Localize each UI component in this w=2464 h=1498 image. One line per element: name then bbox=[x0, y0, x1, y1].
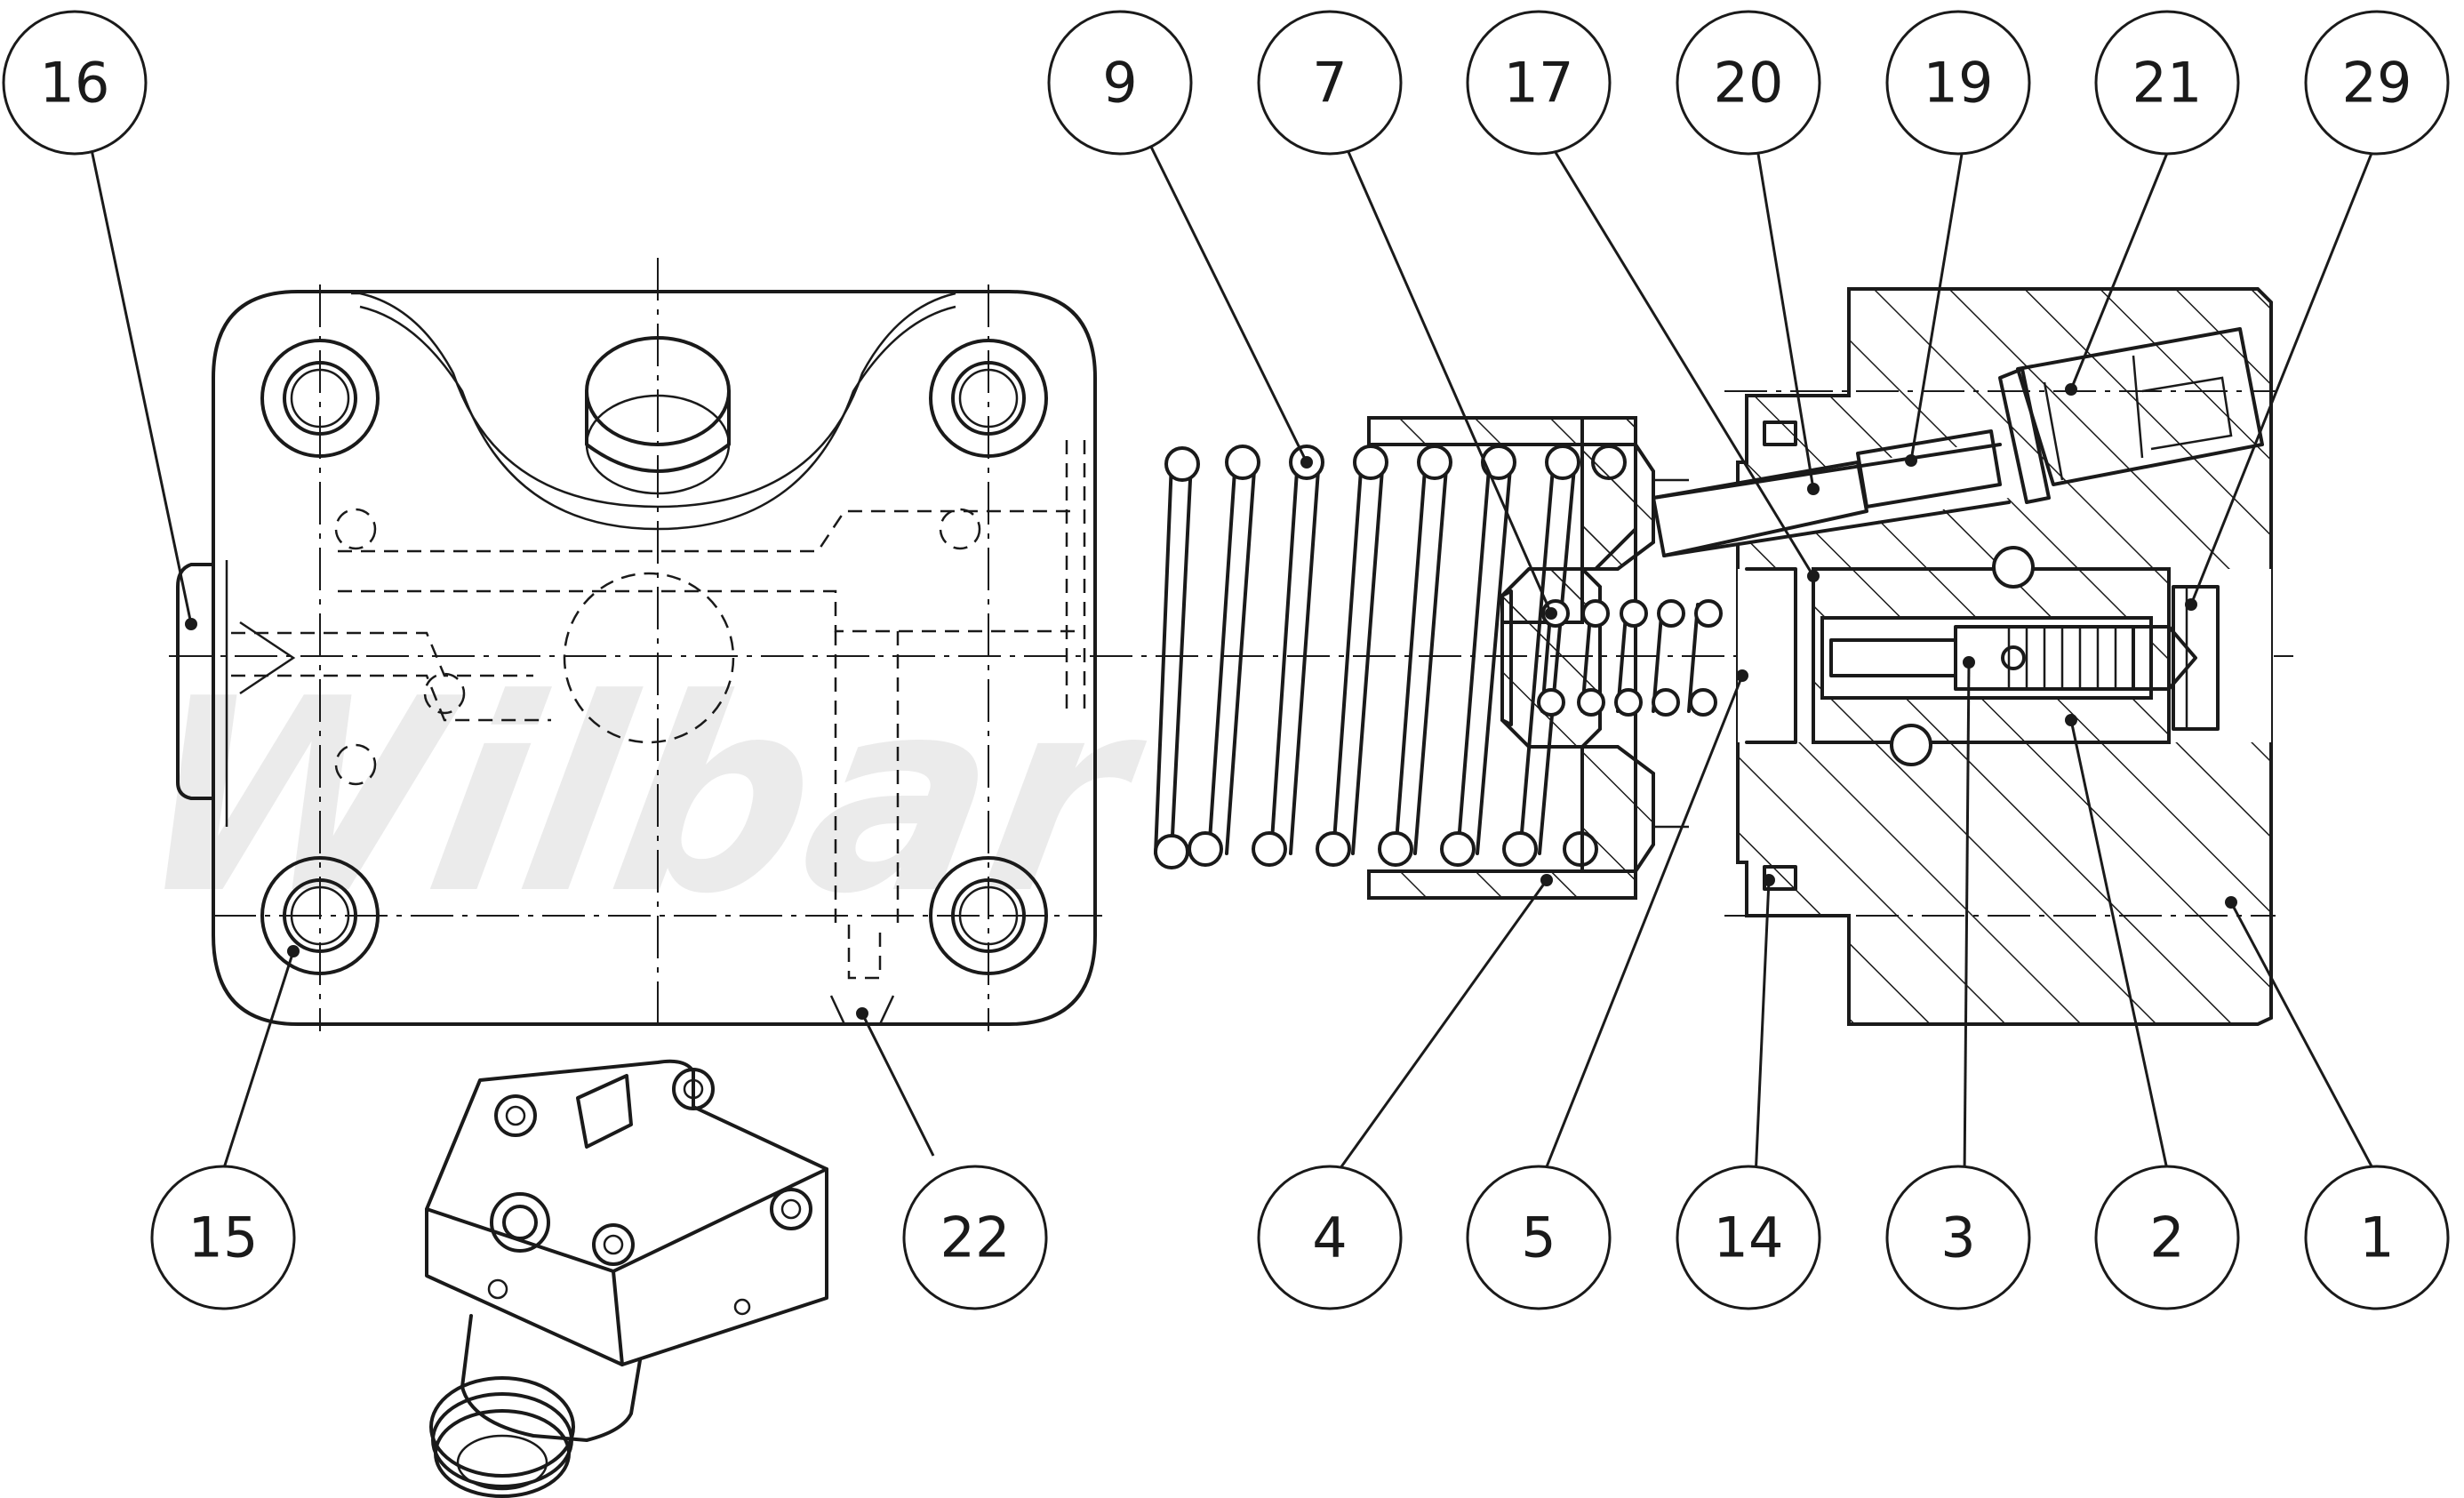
leader-5 bbox=[1540, 675, 1744, 1179]
callout-label-1: 1 bbox=[2359, 1206, 2394, 1270]
leader-1 bbox=[2229, 901, 2380, 1179]
callout-label-20: 20 bbox=[1714, 51, 1784, 116]
callout-20: 20 bbox=[1676, 10, 1821, 156]
leader-16 bbox=[84, 119, 193, 625]
housing-plate bbox=[169, 258, 2293, 1031]
leader-14 bbox=[1754, 879, 1771, 1179]
leader-21 bbox=[2069, 137, 2175, 390]
callout-3: 3 bbox=[1885, 1165, 2031, 1310]
callout-17: 17 bbox=[1466, 10, 1612, 156]
leader-lines bbox=[84, 119, 2380, 1179]
leader-9 bbox=[1145, 137, 1308, 463]
callout-label-3: 3 bbox=[1940, 1206, 1975, 1270]
callout-9: 9 bbox=[1047, 10, 1193, 156]
leader-15 bbox=[220, 950, 295, 1174]
callout-label-2: 2 bbox=[2149, 1206, 2184, 1270]
leader-22 bbox=[860, 1013, 935, 1157]
callout-label-9: 9 bbox=[1102, 51, 1137, 116]
callout-label-14: 14 bbox=[1714, 1206, 1784, 1270]
callout-label-19: 19 bbox=[1924, 51, 1994, 116]
callout-1: 1 bbox=[2304, 1165, 2450, 1310]
callout-7: 7 bbox=[1257, 10, 1403, 156]
callout-label-4: 4 bbox=[1312, 1206, 1347, 1270]
leader-20 bbox=[1754, 137, 1815, 490]
callout-label-17: 17 bbox=[1504, 51, 1574, 116]
callout-14: 14 bbox=[1676, 1165, 1821, 1310]
leader-2 bbox=[2069, 719, 2171, 1179]
callout-29: 29 bbox=[2304, 10, 2450, 156]
leader-3 bbox=[1963, 661, 1971, 1179]
watermark-text: Wilbar bbox=[116, 642, 1164, 952]
callout-label-29: 29 bbox=[2342, 51, 2412, 116]
callout-label-5: 5 bbox=[1521, 1206, 1556, 1270]
callout-label-22: 22 bbox=[940, 1206, 1011, 1270]
valve-body bbox=[1652, 287, 2276, 1026]
leader-17 bbox=[1545, 137, 1815, 577]
callout-15: 15 bbox=[150, 1165, 296, 1310]
leader-dots bbox=[185, 383, 2237, 1020]
leader-4 bbox=[1332, 879, 1548, 1179]
leader-29 bbox=[2189, 137, 2380, 605]
callout-4: 4 bbox=[1257, 1165, 1403, 1310]
callout-label-15: 15 bbox=[188, 1206, 259, 1270]
callout-5: 5 bbox=[1466, 1165, 1612, 1310]
callout-22: 22 bbox=[902, 1165, 1048, 1310]
leader-7 bbox=[1340, 137, 1553, 614]
callout-19: 19 bbox=[1885, 10, 2031, 156]
inner-spring bbox=[1537, 599, 1723, 717]
callout-label-16: 16 bbox=[40, 51, 110, 116]
pilot-valve-iso bbox=[425, 1059, 828, 1498]
callout-16: 16 bbox=[2, 10, 148, 156]
callout-label-7: 7 bbox=[1312, 51, 1347, 116]
callout-2: 2 bbox=[2094, 1165, 2240, 1310]
callout-21: 21 bbox=[2094, 10, 2240, 156]
leader-19 bbox=[1909, 137, 1966, 461]
callout-label-21: 21 bbox=[2132, 51, 2203, 116]
